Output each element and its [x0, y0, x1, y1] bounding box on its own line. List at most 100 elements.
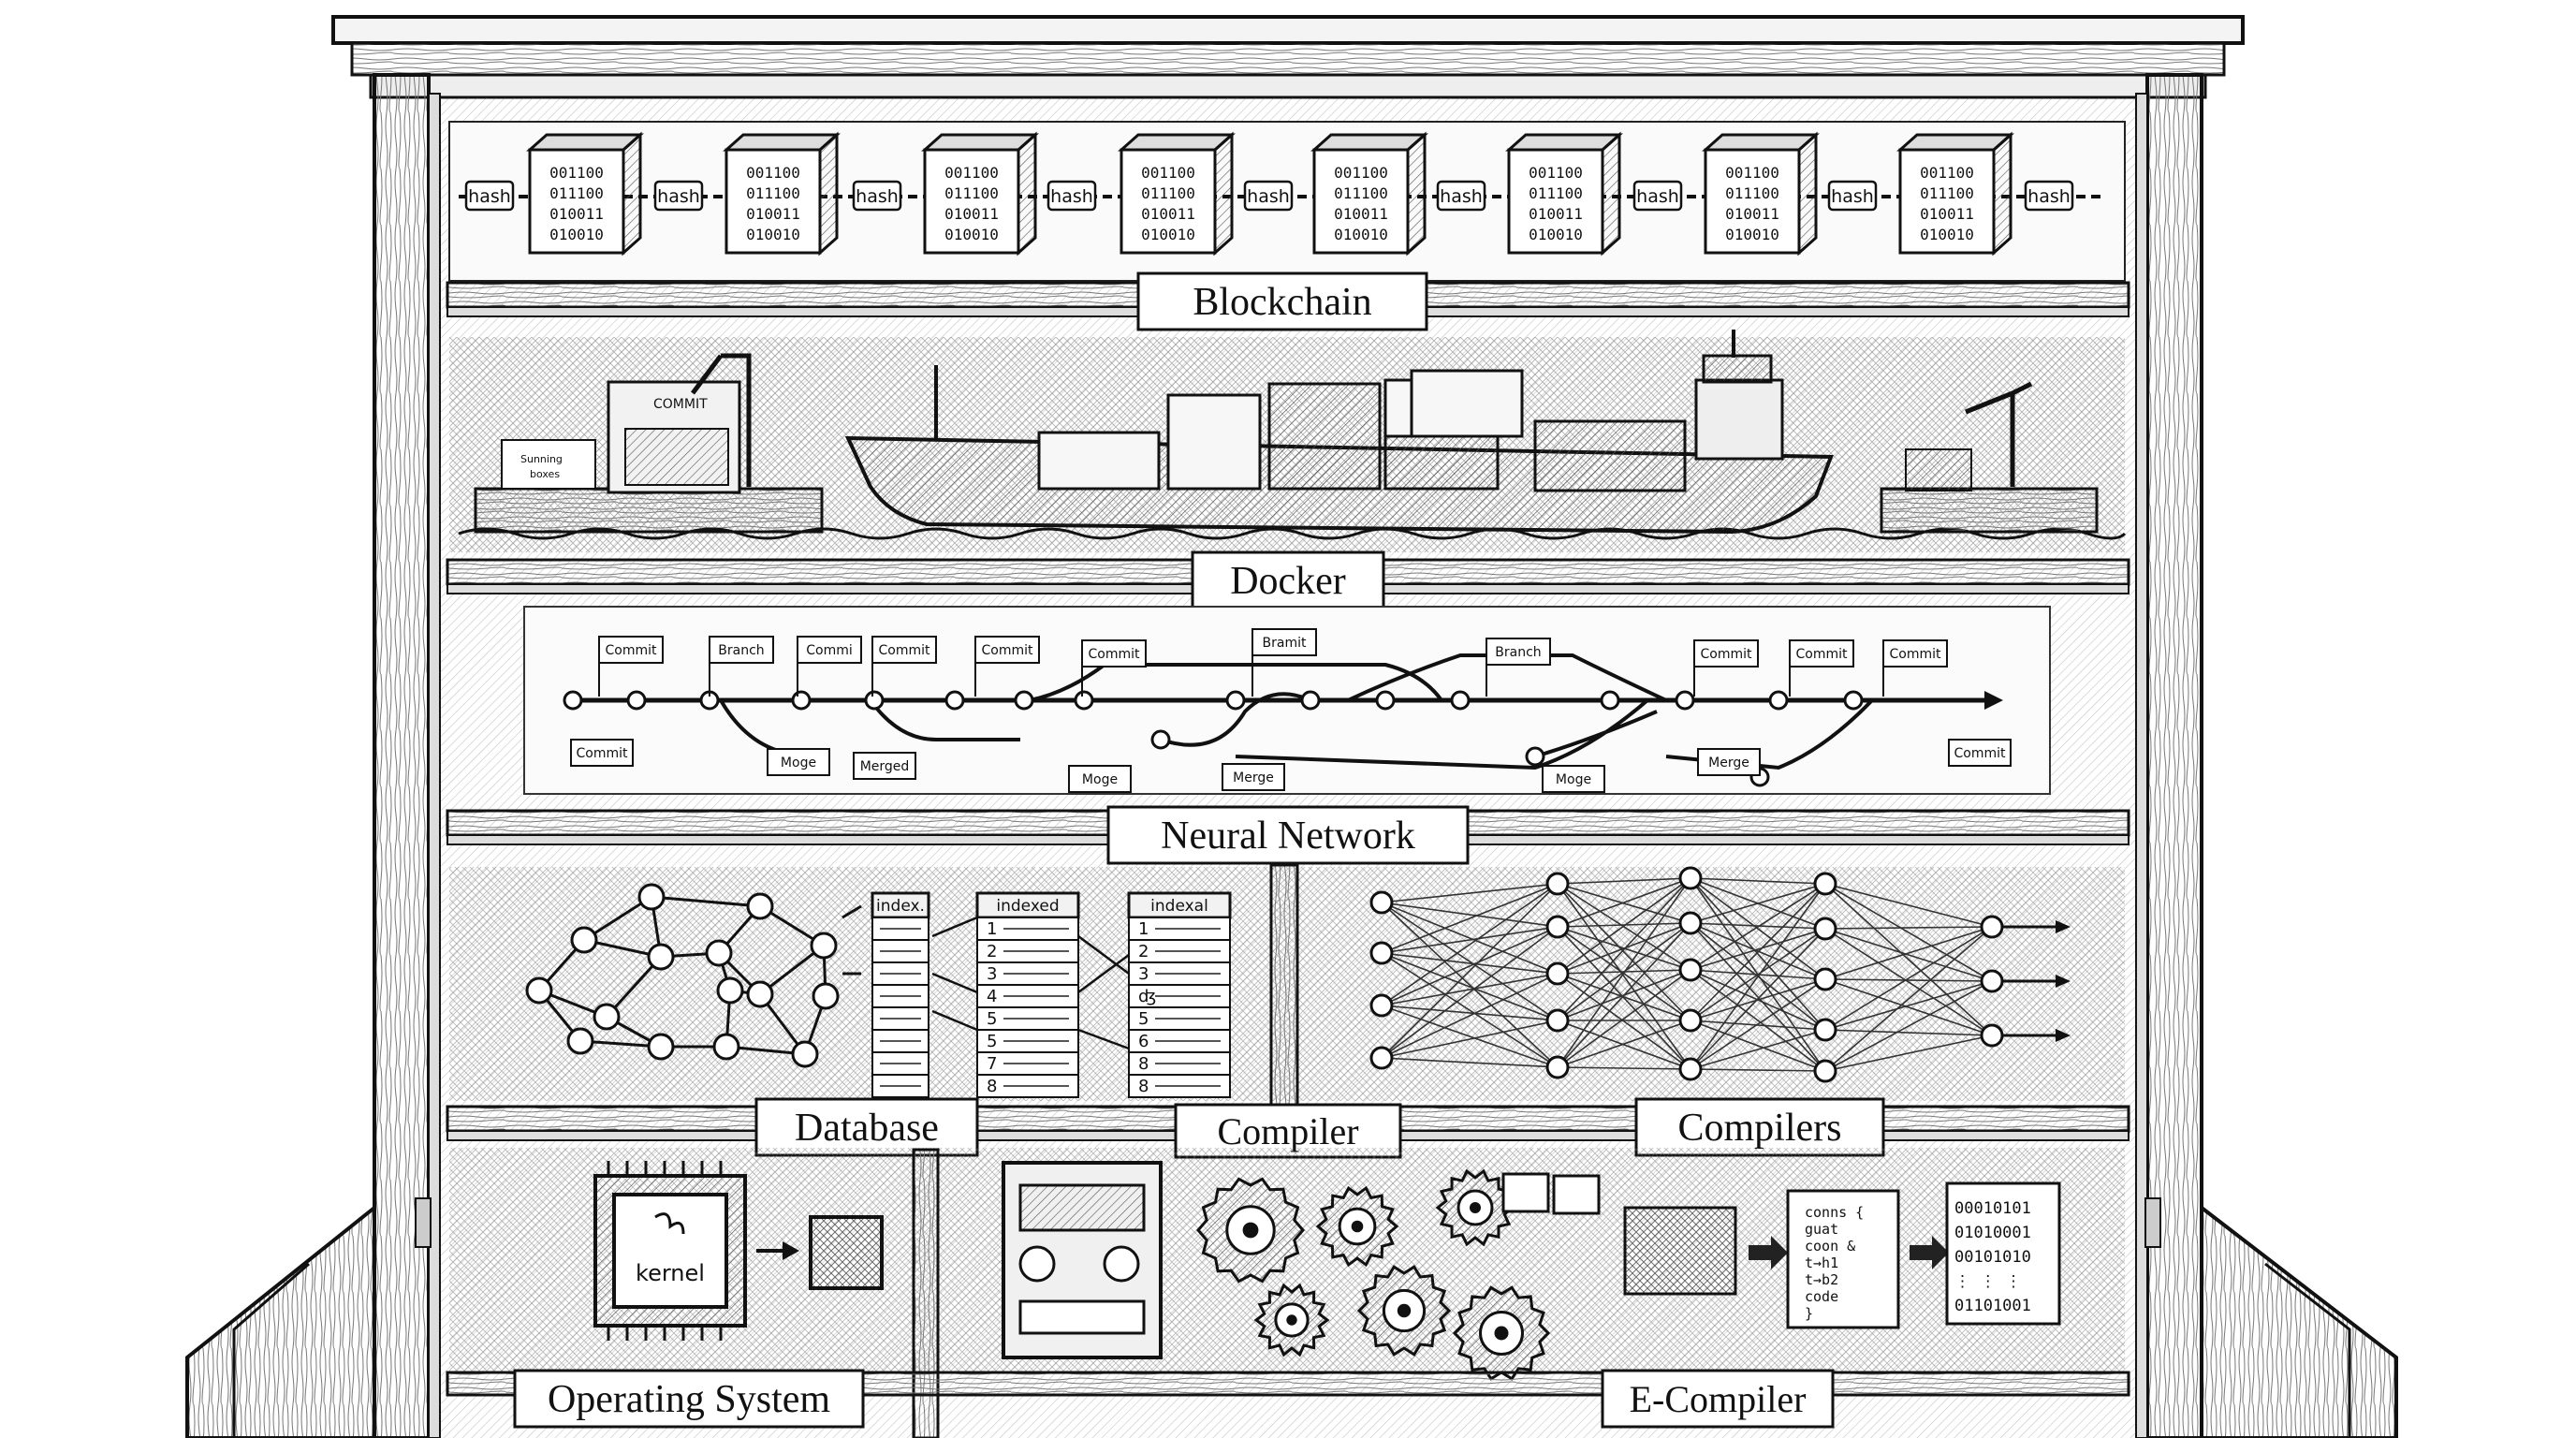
nn-connection — [1824, 883, 1993, 1036]
hash-tag — [1436, 180, 1486, 212]
graph-node — [566, 1027, 594, 1055]
left-dock — [474, 487, 824, 534]
binary-line: 00010101 — [1954, 1199, 2031, 1218]
right-dock-crane — [1965, 381, 2033, 487]
nn-connection — [1381, 883, 1559, 954]
neural-network-diagram — [1369, 866, 2071, 1083]
neural-network-label-plate — [1106, 805, 1470, 865]
table-header: indexed — [996, 897, 1059, 916]
graph-node — [647, 943, 675, 971]
commit-node — [1450, 690, 1471, 711]
nn-output-arrowhead — [2056, 920, 2071, 933]
cabinet-top-band — [369, 73, 2207, 99]
hash-tag — [464, 180, 515, 212]
block-side-face — [1992, 131, 2012, 257]
hash-tag-label: hash — [1247, 186, 1290, 207]
nn-neuron — [1980, 1023, 2004, 1048]
nn-connection — [1381, 926, 1559, 954]
table-row-index: ʤ — [1138, 987, 1156, 1006]
nn-connection — [1381, 902, 1559, 975]
graph-node — [525, 976, 553, 1005]
block-side-face — [1213, 131, 1234, 257]
dock-crane — [691, 353, 752, 487]
nn-connection — [1690, 1020, 1826, 1072]
container — [1267, 382, 1382, 491]
graph-node — [716, 976, 744, 1005]
nn-connection — [1690, 969, 1826, 1072]
nn-connection — [1557, 877, 1691, 885]
nn-connection — [1557, 1020, 1691, 1068]
table-row-index: 3 — [1138, 964, 1149, 984]
nn-connection — [1557, 973, 1691, 1021]
flag-top-label: Commit — [1890, 647, 1942, 662]
hash-tag-label: hash — [1440, 186, 1483, 207]
nn-connection — [1690, 883, 1826, 1021]
gear-axle — [1494, 1326, 1509, 1341]
hash-tag-label: hash — [657, 186, 700, 207]
block-bits: 010011 — [549, 205, 604, 223]
binary-line: 00101010 — [1954, 1248, 2031, 1267]
block-side-face — [622, 131, 642, 257]
flag-top-label: Commit — [982, 643, 1034, 658]
container — [1410, 369, 1524, 438]
right-door-edge — [2264, 1262, 2351, 1438]
graph-node — [712, 1033, 740, 1061]
nn-output-arrowhead — [2056, 1029, 2071, 1042]
flag-top — [1486, 638, 1551, 666]
gear-axle — [1286, 1314, 1297, 1326]
source-code-line: guat — [1805, 1221, 1838, 1238]
flag-bottom — [1068, 765, 1132, 793]
punch-card-1 — [1501, 1172, 1550, 1213]
source-code-line: code — [1805, 1288, 1838, 1305]
nn-neuron — [1369, 941, 1394, 965]
block-bits: 011100 — [1141, 184, 1195, 202]
nn-connection — [1690, 883, 1826, 924]
gear-axle — [1242, 1222, 1259, 1239]
flag-bottom — [1542, 765, 1605, 793]
hash-tag-label: hash — [1050, 186, 1093, 207]
table-row-index: 6 — [1138, 1032, 1149, 1051]
nn-connection — [1557, 1066, 1691, 1070]
table-row-index: 7 — [987, 1054, 997, 1074]
block-bits: 011100 — [1920, 184, 1974, 202]
nn-connection — [1690, 1020, 1826, 1031]
block-bits: 010011 — [746, 205, 800, 223]
commit-node — [1014, 690, 1034, 711]
dock-sign-line-1: Sunning — [520, 453, 563, 465]
nn-connection — [1557, 922, 1691, 928]
nn-connection — [1690, 883, 1826, 971]
nn-connection — [1824, 1034, 1993, 1072]
table-row-index: 8 — [987, 1077, 997, 1096]
compiler-gears — [1196, 1168, 1551, 1381]
e-compiler-label: E-Compiler — [1630, 1378, 1807, 1420]
block-bits: 001100 — [549, 164, 604, 182]
docker-label: Docker — [1230, 560, 1346, 603]
block-bits: 001100 — [1725, 164, 1779, 182]
nn-connection — [1557, 973, 1691, 1070]
nn-connection — [1824, 978, 1993, 982]
kernel-icon — [654, 1212, 685, 1235]
container — [1037, 431, 1161, 491]
right-door — [2200, 1203, 2398, 1438]
flag-top-label: Commit — [1701, 647, 1753, 662]
punch-card-2 — [1552, 1174, 1601, 1215]
graph-node — [593, 1003, 621, 1031]
flag-top — [1789, 639, 1854, 668]
block-bits: 011100 — [944, 184, 999, 202]
dock-crate-whale — [624, 428, 729, 486]
block-bits: 010011 — [1141, 205, 1195, 223]
nn-connection — [1381, 883, 1559, 1059]
block-top-face — [1310, 133, 1428, 152]
flag-bottom-label: Merged — [860, 759, 910, 774]
hash-tag — [852, 180, 902, 212]
flag-top — [598, 636, 664, 664]
table-row-index: 5 — [987, 1032, 997, 1051]
nn-connection — [1381, 926, 1559, 1006]
flag-bottom — [1697, 748, 1761, 776]
gear-axle — [1470, 1202, 1481, 1213]
hash-tag — [2024, 180, 2074, 212]
block-face — [528, 148, 625, 255]
nn-connection — [1690, 928, 1826, 971]
